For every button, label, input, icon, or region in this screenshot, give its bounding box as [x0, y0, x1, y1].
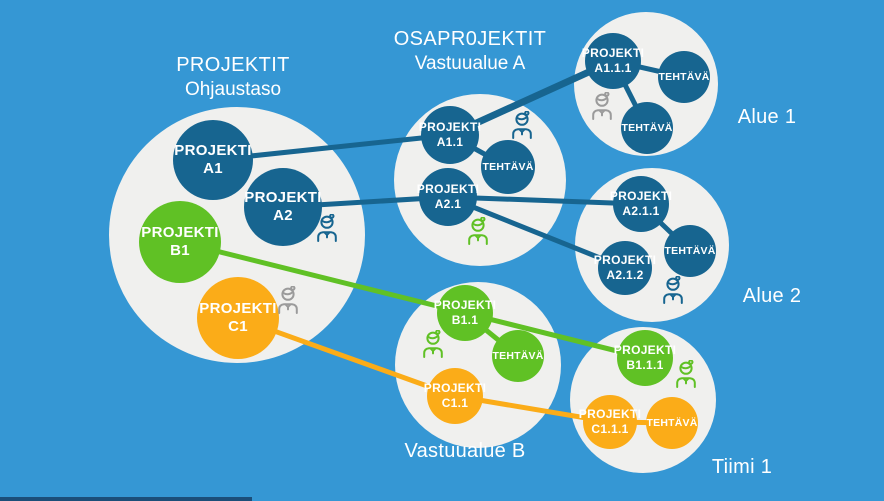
node-label: A2 — [273, 207, 293, 224]
node-projekti-a2: PROJEKTI A2 — [244, 168, 322, 246]
node-tehtava-alue1-bottom: TEHTÄVÄ — [621, 102, 673, 154]
node-tehtava-alue2: TEHTÄVÄ — [664, 225, 716, 277]
label-tiimi-1: Tiimi 1 — [711, 456, 773, 478]
node-tehtava-alue1-right: TEHTÄVÄ — [658, 51, 710, 103]
title-ohjaustaso: PROJEKTIT Ohjaustaso — [133, 53, 333, 102]
person-icon — [315, 214, 339, 242]
node-label: A2.1 — [434, 197, 462, 211]
node-label: TEHTÄVÄ — [482, 160, 534, 173]
node-label: TEHTÄVÄ — [492, 349, 544, 362]
node-tehtava-tiimi1: TEHTÄVÄ — [646, 397, 698, 449]
title-line: Ohjaustaso — [184, 79, 282, 100]
title-line: Vastuualue A — [414, 53, 526, 74]
node-projekti-c1-1-1: PROJEKTI C1.1.1 — [579, 395, 641, 449]
person-icon — [421, 330, 445, 358]
person-icon — [510, 111, 534, 139]
node-label: TEHTÄVÄ — [621, 121, 673, 134]
node-label: PROJEKTI — [244, 188, 322, 206]
node-label: A1.1 — [436, 135, 464, 149]
node-projekti-b1-1: PROJEKTI B1.1 — [433, 285, 497, 341]
person-icon — [590, 92, 614, 120]
person-icon — [276, 286, 300, 314]
node-label: PROJEKTI — [141, 223, 219, 241]
person-icon — [661, 276, 685, 304]
node-label: PROJEKTI — [416, 182, 480, 197]
node-label: PROJEKTI — [613, 343, 677, 358]
title-line: OSAPR0JEKTIT — [393, 28, 547, 50]
person-icon — [674, 360, 698, 388]
node-label: B1.1.1 — [626, 358, 664, 372]
node-label: TEHTÄVÄ — [658, 70, 710, 83]
node-projekti-b1: PROJEKTI B1 — [139, 201, 221, 283]
node-projekti-a1-1-1: PROJEKTI A1.1.1 — [581, 33, 645, 89]
node-projekti-a2-1-1: PROJEKTI A2.1.1 — [609, 176, 673, 232]
node-projekti-a1: PROJEKTI A1 — [173, 120, 253, 200]
node-label: B1.1 — [451, 313, 479, 327]
node-label: PROJEKTI — [433, 298, 497, 313]
node-label: A1.1.1 — [594, 61, 632, 75]
node-label: B1 — [170, 242, 190, 259]
label-alue-2: Alue 2 — [742, 285, 802, 307]
title-osaprojektit: OSAPR0JEKTIT Vastuualue A — [370, 27, 570, 76]
node-label: C1.1.1 — [591, 422, 629, 436]
node-label: TEHTÄVÄ — [646, 416, 698, 429]
node-label: TEHTÄVÄ — [664, 244, 716, 257]
node-tehtava-vastuualue-b: TEHTÄVÄ — [492, 330, 544, 382]
node-label: PROJEKTI — [609, 189, 673, 204]
node-label: PROJEKTI — [578, 407, 642, 422]
node-label: C1.1 — [441, 396, 469, 410]
node-label: A2.1.2 — [606, 268, 644, 282]
node-tehtava-vastuualue-a: TEHTÄVÄ — [481, 140, 535, 194]
node-projekti-c1-1: PROJEKTI C1.1 — [423, 368, 487, 424]
node-projekti-a2-1-2: PROJEKTI A2.1.2 — [594, 241, 656, 295]
title-line: PROJEKTIT — [176, 54, 290, 76]
node-label: PROJEKTI — [593, 253, 657, 268]
label-vastuualue-b: Vastuualue B — [404, 440, 526, 462]
node-label: PROJEKTI — [418, 120, 482, 135]
node-label: PROJEKTI — [174, 141, 252, 159]
node-label: PROJEKTI — [581, 46, 645, 61]
node-label: PROJEKTI — [423, 381, 487, 396]
label-alue-1: Alue 1 — [737, 106, 797, 128]
bottom-bar — [0, 497, 252, 501]
node-label: A2.1.1 — [622, 204, 660, 218]
node-projekti-c1: PROJEKTI C1 — [197, 277, 279, 359]
node-projekti-b1-1-1: PROJEKTI B1.1.1 — [613, 330, 677, 386]
node-label: A1 — [203, 160, 223, 177]
person-icon — [466, 217, 490, 245]
node-label: C1 — [228, 318, 248, 335]
node-label: PROJEKTI — [199, 299, 277, 317]
node-projekti-a1-1: PROJEKTI A1.1 — [418, 106, 482, 164]
